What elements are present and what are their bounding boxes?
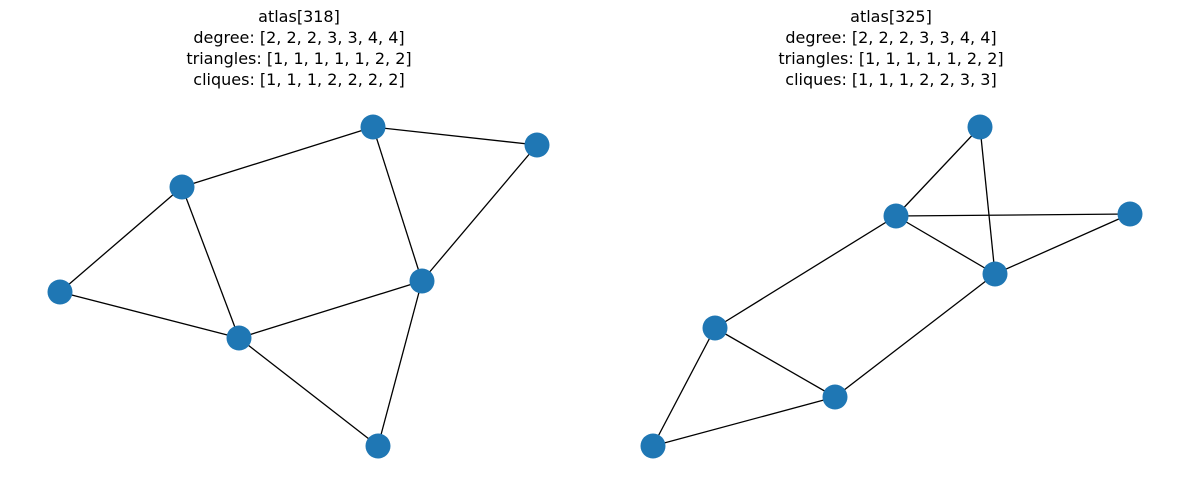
graph-2-title: atlas[325] <box>850 7 932 26</box>
graph-1-node-2 <box>360 114 386 140</box>
graph-1-title: atlas[318] <box>258 7 340 26</box>
graph-2-edge-0 <box>652 327 716 447</box>
graph-1-edge-9 <box>377 280 423 447</box>
graph-1-edge-8 <box>421 144 538 282</box>
graph-2-edge-3 <box>714 215 897 329</box>
graph-1-node-4 <box>409 268 435 294</box>
graph-2-edge-8 <box>834 273 996 398</box>
graph-1-triangles: triangles: [1, 1, 1, 1, 1, 2, 2] <box>186 49 412 68</box>
graph-1-node-3 <box>226 325 252 351</box>
graph-2-edge-5 <box>895 215 996 275</box>
graph-1-node-0 <box>47 279 73 305</box>
graph-2-edge-9 <box>994 213 1131 275</box>
graph-1-edge-0 <box>59 186 183 293</box>
graph-1-edge-5 <box>372 126 538 146</box>
graph-2-cliques: cliques: [1, 1, 1, 2, 2, 3, 3] <box>785 70 997 89</box>
graph-1-edge-3 <box>181 186 240 339</box>
graph-2-triangles: triangles: [1, 1, 1, 1, 1, 2, 2] <box>778 49 1004 68</box>
graph-1-node-6 <box>365 433 391 459</box>
graph-2-node-2 <box>883 203 909 229</box>
graph-2-title-block: atlas[325] degree: [2, 2, 2, 3, 3, 4, 4]… <box>691 6 1091 90</box>
graph-1-degree: degree: [2, 2, 2, 3, 3, 4, 4] <box>193 28 405 47</box>
graph-2-edge-2 <box>714 327 836 398</box>
graph-2-node-0 <box>640 433 666 459</box>
graph-1-edge-6 <box>238 280 423 339</box>
nodes-layer <box>47 114 1143 459</box>
graph-1-edge-1 <box>59 291 240 339</box>
graph-2-edge-7 <box>979 126 996 275</box>
graph-2-node-5 <box>967 114 993 140</box>
graph-2-edge-4 <box>895 126 981 217</box>
graph-2-degree: degree: [2, 2, 2, 3, 3, 4, 4] <box>785 28 997 47</box>
graph-1-node-1 <box>169 174 195 200</box>
graph-1-title-block: atlas[318] degree: [2, 2, 2, 3, 3, 4, 4]… <box>99 6 499 90</box>
graph-1-edge-4 <box>372 126 423 282</box>
graph-1-edge-2 <box>181 126 374 188</box>
graph-2-edge-6 <box>895 213 1131 217</box>
graph-2-node-4 <box>982 261 1008 287</box>
graph-2-node-6 <box>1117 201 1143 227</box>
edges-layer <box>59 126 1131 447</box>
graph-2-edge-1 <box>652 396 836 447</box>
graph-2-node-3 <box>822 384 848 410</box>
graph-2-node-1 <box>702 315 728 341</box>
graph-1-node-5 <box>524 132 550 158</box>
graph-1-cliques: cliques: [1, 1, 1, 2, 2, 2, 2] <box>193 70 405 89</box>
graph-1-edge-7 <box>238 337 379 447</box>
